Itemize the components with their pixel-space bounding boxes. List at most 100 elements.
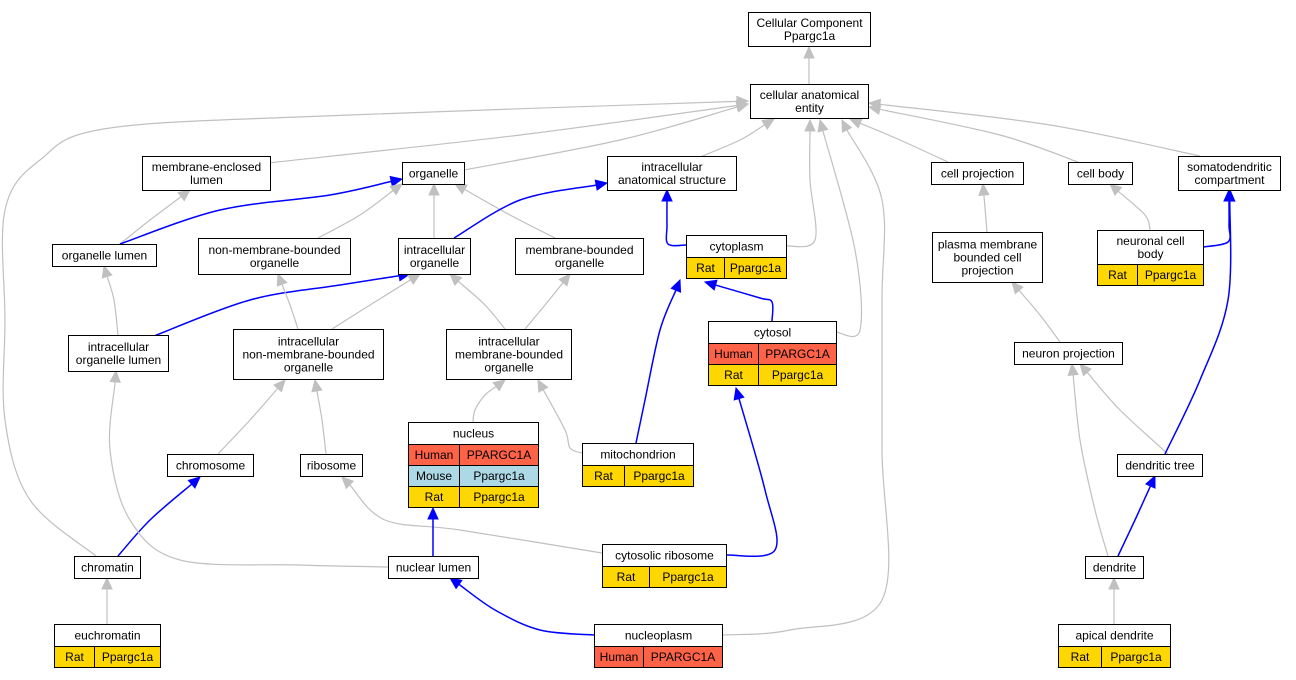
node-label: membrane-enclosed xyxy=(152,160,261,174)
edge-mito-to-cytoplasm xyxy=(635,278,682,444)
node-box xyxy=(167,454,254,477)
node-box xyxy=(748,12,871,47)
node-label: plasma membrane xyxy=(938,237,1038,251)
edge-dendrite-to-neuproj xyxy=(1067,362,1109,557)
arrowhead-icon xyxy=(736,95,750,108)
edge-line xyxy=(1018,290,1061,343)
node-box xyxy=(74,556,141,579)
node-label: ribosome xyxy=(307,459,357,473)
node-label: Ppargc1a xyxy=(784,29,836,43)
edge-line xyxy=(725,398,778,557)
edge-line xyxy=(464,188,556,239)
node-label: chromatin xyxy=(81,561,134,575)
edge-line xyxy=(879,103,1201,157)
edge-cytoplasm-to-ias xyxy=(661,188,687,247)
edge-nucleoplasm-to-cae xyxy=(721,118,890,636)
arrowhead-icon xyxy=(276,272,288,287)
species-label: Rat xyxy=(1108,268,1127,282)
node-label: cytosolic ribosome xyxy=(615,549,714,563)
node-box xyxy=(233,329,384,380)
arrowhead-icon xyxy=(427,506,439,520)
arrowhead-icon xyxy=(1079,363,1092,377)
edge-mbo-to-organelle xyxy=(453,183,556,239)
edge-somato-to-cae xyxy=(867,98,1201,157)
edge-line xyxy=(281,284,299,330)
node-box xyxy=(515,238,644,275)
edge-apicaldend-to-dendrite xyxy=(1108,576,1120,624)
arrowhead-icon xyxy=(449,577,463,590)
gene-label: Ppargc1a xyxy=(1110,650,1162,664)
arrowhead-icon xyxy=(761,118,776,130)
edge-line xyxy=(119,196,182,245)
edge-dendtree-to-neuproj xyxy=(1079,363,1169,455)
gene-cell xyxy=(459,486,539,508)
node-label: cell body xyxy=(1077,167,1124,181)
node-label: organelle lumen xyxy=(76,353,161,367)
edge-line xyxy=(119,180,392,245)
node-chromosome[interactable]: chromosome xyxy=(167,454,254,477)
node-chromatin[interactable]: chromatin xyxy=(74,556,141,579)
arrowhead-icon xyxy=(817,118,829,133)
species-label: Rat xyxy=(696,261,715,275)
node-label: compartment xyxy=(1194,173,1265,187)
gene-cell xyxy=(724,257,787,279)
node-label: cellular anatomical xyxy=(760,88,859,102)
edge-euchromatin-to-chromatin xyxy=(101,576,113,624)
edge-dendrite-to-dendtree xyxy=(1117,474,1156,557)
node-label: non-membrane-bounded xyxy=(208,243,340,257)
node-inmbo[interactable]: intracellularnon-membrane-boundedorganel… xyxy=(233,329,384,380)
node-box xyxy=(932,232,1043,283)
edge-cellproj-to-cae xyxy=(848,118,949,163)
arrowhead-icon xyxy=(733,386,745,401)
edge-line xyxy=(715,284,774,322)
node-label: body xyxy=(1137,247,1163,261)
node-organelle[interactable]: organelle xyxy=(402,162,465,185)
edge-line xyxy=(859,122,949,163)
node-orglumen[interactable]: organelle lumen xyxy=(52,244,157,267)
node-cellbody[interactable]: cell body xyxy=(1068,162,1133,185)
node-neuproj[interactable]: neuron projection xyxy=(1014,342,1123,365)
node-label: organelle xyxy=(250,256,300,270)
gene-label: Ppargc1a xyxy=(772,368,824,382)
edge-line xyxy=(822,130,863,338)
node-dendtree[interactable]: dendritic tree xyxy=(1117,454,1203,477)
node-box xyxy=(388,556,479,579)
node-nuclumen[interactable]: nuclear lumen xyxy=(388,556,479,579)
node-label: nuclear lumen xyxy=(396,561,471,575)
node-dendrite[interactable]: dendrite xyxy=(1085,556,1144,579)
edge-line xyxy=(472,386,497,423)
node-ribosome[interactable]: ribosome xyxy=(300,454,363,477)
edge-line xyxy=(106,276,119,336)
node-cellproj[interactable]: cell projection xyxy=(931,162,1024,185)
arrowhead-icon xyxy=(492,379,506,392)
node-box xyxy=(1085,556,1144,579)
edge-line xyxy=(635,289,677,444)
edge-line xyxy=(453,184,597,239)
